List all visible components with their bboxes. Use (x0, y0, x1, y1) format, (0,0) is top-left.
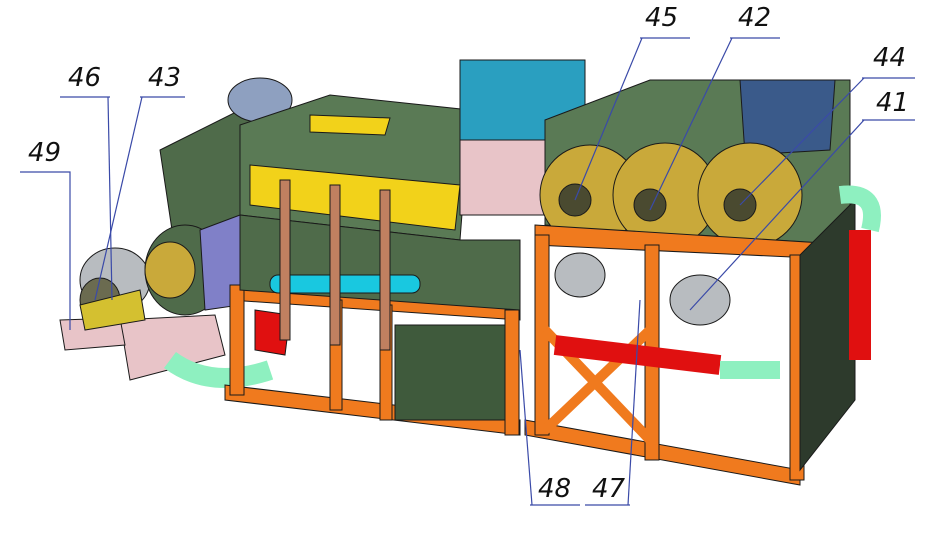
callout-42: 42 (738, 3, 771, 33)
right-drum-housing (539, 79, 851, 248)
green-pipe-right (838, 185, 881, 233)
callout-43: 43 (148, 63, 181, 93)
leader-lines (20, 37, 915, 506)
green-pipe-left (164, 351, 274, 388)
callout-47: 47 (592, 474, 626, 504)
callout-46: 46 (68, 63, 101, 93)
callout-45: 45 (645, 3, 678, 33)
callout-44: 44 (873, 43, 906, 73)
callout-41: 41 (876, 88, 909, 118)
left-motor-assembly (59, 247, 226, 381)
callout-48: 48 (538, 474, 571, 504)
left-frame (224, 284, 521, 436)
callout-49: 49 (28, 138, 61, 168)
red-pipe (553, 335, 722, 375)
right-frame (524, 198, 856, 486)
